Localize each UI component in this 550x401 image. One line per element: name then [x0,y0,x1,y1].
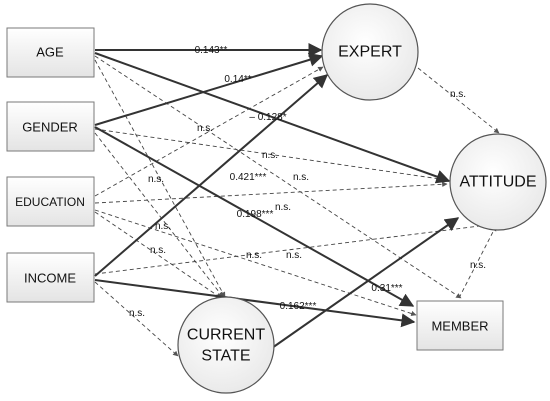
label-current-state-attitude: 0.31*** [371,283,402,294]
node-current-state-label-line2: STATE [201,348,250,365]
label-income-current-state: n.s. [129,308,145,319]
path-income-expert [94,74,329,277]
node-expert-label: EXPERT [338,44,402,61]
node-age-label: AGE [36,45,64,60]
node-income: INCOME [6,252,95,303]
label-gender-attitude: n.s. [262,150,278,161]
node-income-label: INCOME [24,271,76,286]
label-income-attitude: n.s. [286,250,302,261]
label-gender-current-state: n.s. [155,221,171,232]
path-gender-current-state [94,132,224,298]
label-education-attitude: n.s. [275,202,291,213]
node-gender: GENDER [6,101,95,152]
path-gender-member [94,126,415,307]
path-labels: 0.143** 0.14** – 0.128* 0.421*** 0.198**… [129,45,486,319]
label-age-current-state: n.s. [148,174,164,185]
path-age-current-state [94,59,226,298]
label-gender-expert: 0.14** [224,74,251,85]
node-education-label: EDUCATION [15,195,85,209]
node-member: MEMBER [416,300,504,351]
node-attitude-label: ATTITUDE [459,174,536,191]
label-education-member: n.s. [246,250,262,261]
label-member-attitude: n.s. [470,260,486,271]
path-education-current-state [94,211,222,299]
label-gender-member: 0.198*** [237,209,274,220]
label-expert-attitude: n.s. [450,89,466,100]
node-attitude: ATTITUDE [449,133,547,231]
nonsignificant-paths [94,55,500,357]
path-education-expert [94,66,324,197]
node-age: AGE [6,27,95,78]
label-age-member: n.s. [293,172,309,183]
path-income-member [94,279,416,328]
node-education: EDUCATION [6,176,95,227]
node-current-state: CURRENT STATE [177,296,275,394]
label-income-member: 0.162*** [280,301,317,312]
path-expert-attitude [417,67,500,134]
node-gender-label: GENDER [22,120,78,135]
label-education-expert: n.s. [197,123,213,134]
label-education-current-state: n.s. [150,245,166,256]
path-education-attitude [94,181,448,204]
path-age-attitude [94,52,451,184]
significant-paths [94,43,460,349]
path-education-member [94,209,417,317]
label-age-expert: 0.143** [195,45,228,56]
node-expert: EXPERT [321,3,419,101]
label-income-expert: 0.421*** [230,172,267,183]
path-current-state-attitude [271,217,460,349]
label-age-attitude: – 0.128* [249,112,286,123]
path-income-attitude [94,221,497,275]
node-member-label: MEMBER [431,319,488,334]
path-gender-attitude [94,128,448,182]
node-current-state-label-line1: CURRENT [187,327,265,344]
path-gender-expert [94,52,324,126]
path-income-current-state [94,281,179,357]
